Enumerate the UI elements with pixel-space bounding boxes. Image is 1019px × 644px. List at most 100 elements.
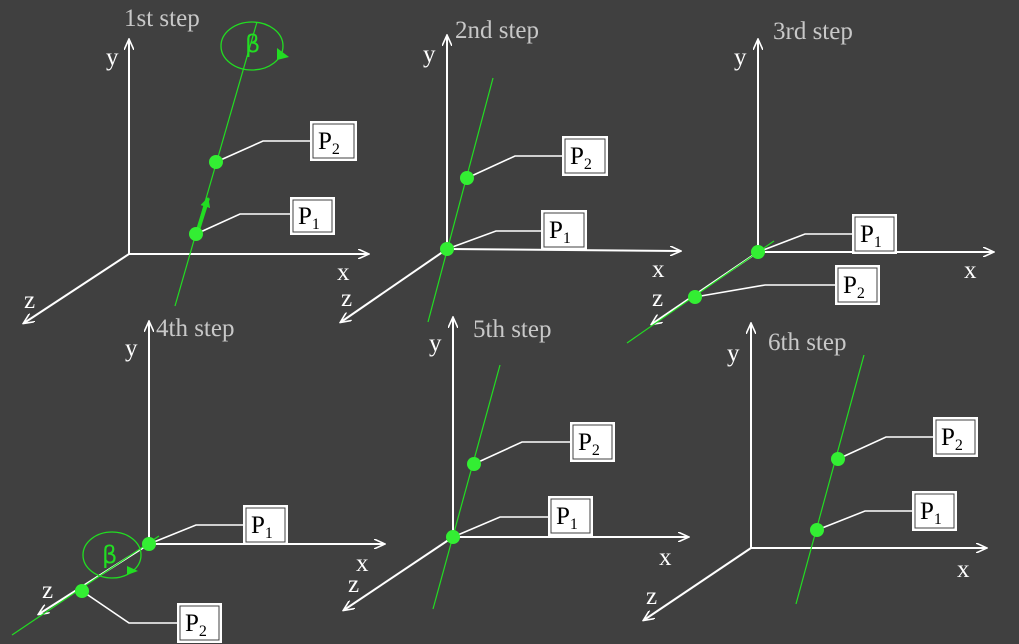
- point-p1: [810, 523, 824, 537]
- p1-leader: [195, 213, 290, 235]
- point-p2: [460, 171, 474, 185]
- p1-leader: [452, 516, 548, 538]
- p1-label-box: P1: [290, 197, 335, 235]
- point-p2: [688, 290, 702, 304]
- p2-label-box: P2: [835, 265, 880, 305]
- p1-label-box: P1: [548, 496, 593, 536]
- rotation-axis-line: [427, 77, 494, 323]
- beta-rotation-arrowhead: [127, 566, 138, 575]
- p2-letter: P: [578, 429, 592, 456]
- beta-rotation-ring: [82, 531, 142, 579]
- point-p1: [189, 227, 203, 241]
- p1-label-box: P1: [243, 505, 288, 545]
- step-title: 4th step: [156, 315, 234, 342]
- p1-label-box: P1: [852, 214, 897, 254]
- z-axis-label: z: [646, 583, 657, 610]
- p2-label-box: P2: [177, 603, 222, 643]
- p2-label-box: P2: [933, 417, 978, 457]
- point-p2: [75, 584, 89, 598]
- svg-text:P1: P1: [556, 503, 578, 533]
- step-title: 2nd step: [455, 17, 539, 44]
- rotation-axis-line: [432, 364, 501, 610]
- p2-subscript: 2: [199, 623, 207, 640]
- point-p1: [446, 530, 460, 544]
- y-axis-label: y: [423, 41, 436, 68]
- x-axis-label: x: [652, 256, 665, 283]
- svg-text:P2: P2: [843, 272, 865, 302]
- z-axis-label: z: [348, 571, 359, 598]
- p2-letter: P: [843, 272, 857, 299]
- z-axis: [341, 248, 448, 322]
- beta-symbol: β: [102, 541, 117, 569]
- p2-subscript: 2: [857, 285, 865, 302]
- svg-text:P2: P2: [578, 429, 600, 459]
- svg-text:P1: P1: [251, 512, 273, 542]
- point-p2: [467, 457, 481, 471]
- z-axis: [644, 547, 752, 620]
- p2-label-box: P2: [310, 121, 357, 161]
- beta-rotation-arrowhead: [277, 48, 289, 60]
- svg-text:P2: P2: [185, 610, 207, 640]
- x-axis-label: x: [337, 259, 350, 286]
- panel-step-5: y x z 5th step P1 P2: [344, 316, 688, 610]
- z-axis-label: z: [652, 285, 663, 312]
- p1-letter: P: [556, 503, 570, 530]
- svg-text:P1: P1: [920, 498, 942, 528]
- y-axis-label: y: [125, 335, 138, 362]
- beta-symbol: β: [245, 30, 260, 58]
- p1-subscript: 1: [265, 525, 273, 542]
- p2-subscript: 2: [332, 141, 340, 158]
- p2-letter: P: [570, 143, 584, 170]
- p1-subscript: 1: [934, 511, 942, 528]
- svg-text:P2: P2: [941, 424, 963, 454]
- point-p2: [209, 155, 223, 169]
- p1-letter: P: [860, 221, 874, 248]
- p2-subscript: 2: [592, 442, 600, 459]
- panel-step-2: y x z 2nd step P1 P2: [341, 17, 680, 322]
- p1-leader: [446, 230, 541, 250]
- p1-label-box: P1: [541, 210, 587, 250]
- point-p1: [142, 537, 156, 551]
- p1-subscript: 1: [312, 216, 320, 233]
- p1-letter: P: [549, 217, 563, 244]
- x-axis-label: x: [356, 550, 369, 577]
- step-title: 1st step: [124, 5, 200, 32]
- p2-leader: [81, 590, 177, 624]
- point-p1: [751, 245, 765, 259]
- beta-rotation-ring: [220, 21, 284, 71]
- p2-subscript: 2: [955, 437, 963, 454]
- svg-text:P1: P1: [549, 217, 571, 247]
- p1-letter: P: [298, 203, 312, 230]
- p1-letter: P: [920, 498, 934, 525]
- y-axis-label: y: [727, 340, 740, 367]
- p2-subscript: 2: [584, 156, 592, 173]
- step-title: 3rd step: [773, 18, 853, 45]
- p1-leader: [148, 524, 243, 545]
- panel-step-1: y x z 1st step β P1 P2: [24, 5, 368, 323]
- x-axis-label: x: [659, 544, 672, 571]
- z-axis-label: z: [42, 577, 53, 604]
- p2-label-box: P2: [562, 136, 608, 176]
- svg-text:P1: P1: [298, 203, 320, 233]
- y-axis-label: y: [429, 330, 442, 357]
- translation-arrow: [196, 197, 211, 231]
- svg-text:P2: P2: [570, 143, 592, 173]
- p2-leader: [694, 284, 835, 298]
- z-axis-label: z: [341, 285, 352, 312]
- p2-label-box: P2: [570, 422, 615, 462]
- y-axis-label: y: [106, 44, 119, 71]
- z-axis-label: z: [24, 287, 35, 314]
- p1-subscript: 1: [570, 516, 578, 533]
- panel-step-4: y x z 4th step β P1 P2: [11, 315, 384, 643]
- p2-letter: P: [941, 424, 955, 451]
- p2-letter: P: [318, 128, 332, 155]
- z-axis: [24, 253, 130, 323]
- p2-leader: [466, 155, 562, 179]
- p2-letter: P: [185, 610, 199, 637]
- svg-text:P2: P2: [318, 128, 340, 158]
- rotation-axis-line: [626, 240, 775, 344]
- step-title: 5th step: [473, 316, 551, 343]
- p1-leader: [757, 233, 852, 253]
- x-axis-label: x: [964, 257, 977, 284]
